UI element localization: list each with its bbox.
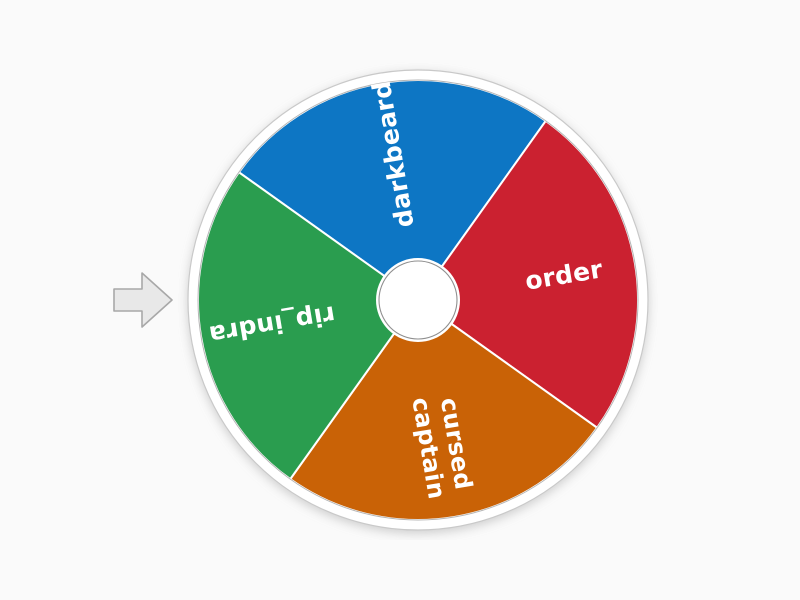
- pointer-arrow-icon: [113, 272, 173, 328]
- disc-outline: [197, 79, 639, 521]
- wheel-segments: [196, 78, 640, 522]
- spin-pointer: [112, 268, 174, 332]
- wheel-hub-ring: [378, 260, 458, 340]
